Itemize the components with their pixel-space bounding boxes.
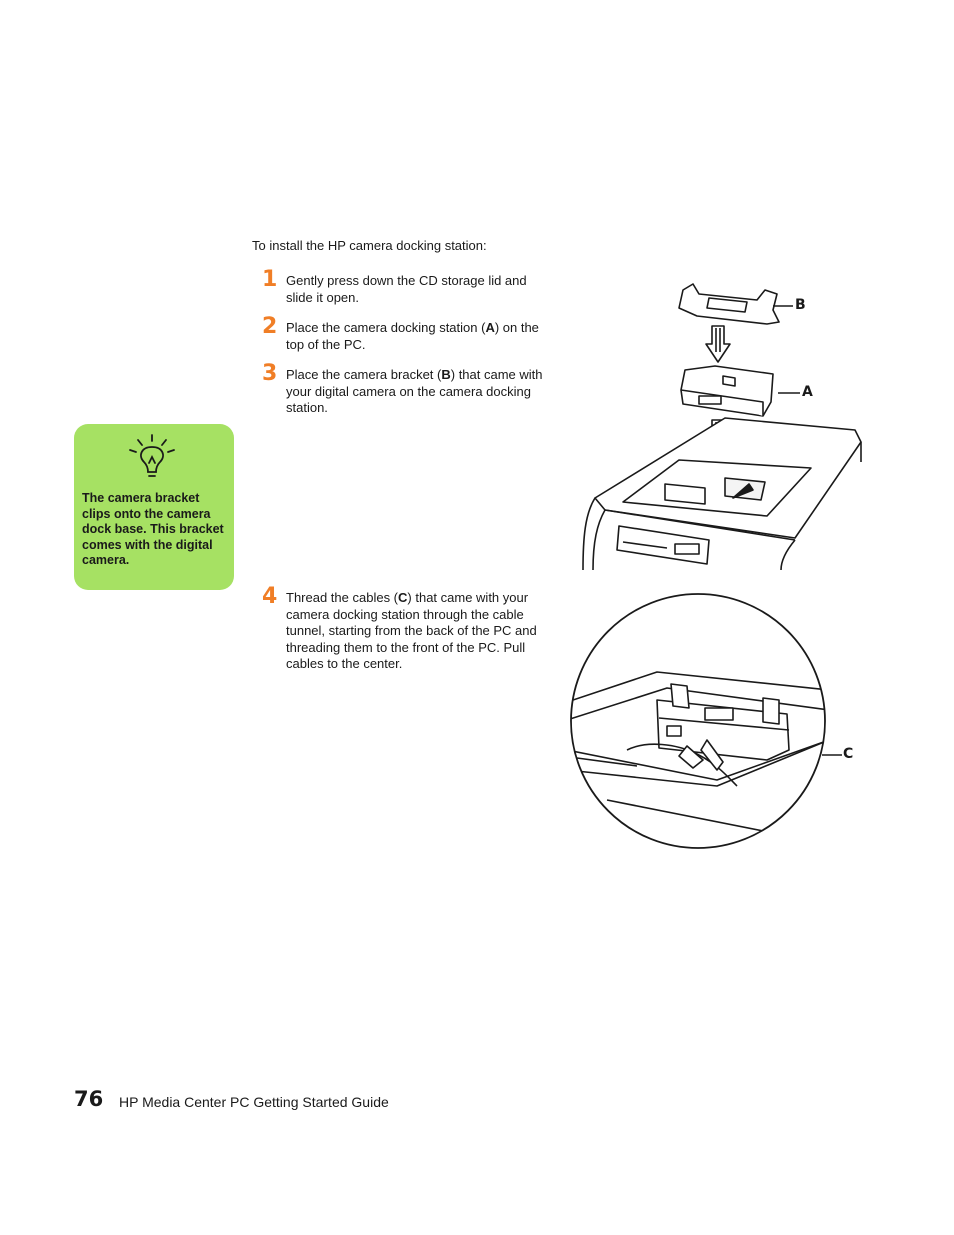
step-text: Place the camera bracket (B) that came w…: [286, 367, 543, 415]
page-number: 76: [74, 1087, 104, 1111]
callout-a: A: [802, 384, 813, 400]
callout-line-a: [778, 392, 800, 394]
footer-title: HP Media Center PC Getting Started Guide: [119, 1094, 389, 1110]
tip-text: The camera bracket clips onto the camera…: [82, 491, 224, 567]
callout-line-c: [822, 754, 842, 756]
cable-tunnel-closeup: [570, 593, 826, 849]
step-number: 3: [262, 361, 278, 386]
step-1: 1 Gently press down the CD storage lid a…: [262, 267, 552, 306]
callout-line-b: [773, 305, 793, 307]
step-text: Place the camera docking station (A) on …: [286, 320, 539, 352]
dock-install-illustration: [582, 283, 862, 571]
step-2: 2 Place the camera docking station (A) o…: [262, 314, 552, 353]
callout-b: B: [795, 297, 806, 313]
step-number: 1: [262, 267, 278, 292]
lightbulb-icon: [129, 434, 175, 477]
tip-box: The camera bracket clips onto the camera…: [74, 424, 234, 590]
step-text: Thread the cables (C) that came with you…: [286, 590, 537, 671]
step-3: 3 Place the camera bracket (B) that came…: [262, 361, 552, 417]
step-number: 2: [262, 314, 278, 339]
intro-text: To install the HP camera docking station…: [252, 238, 487, 253]
step-4: 4 Thread the cables (C) that came with y…: [262, 584, 552, 673]
step-number: 4: [262, 584, 278, 609]
callout-c: C: [843, 746, 854, 762]
step-text: Gently press down the CD storage lid and…: [286, 273, 527, 305]
